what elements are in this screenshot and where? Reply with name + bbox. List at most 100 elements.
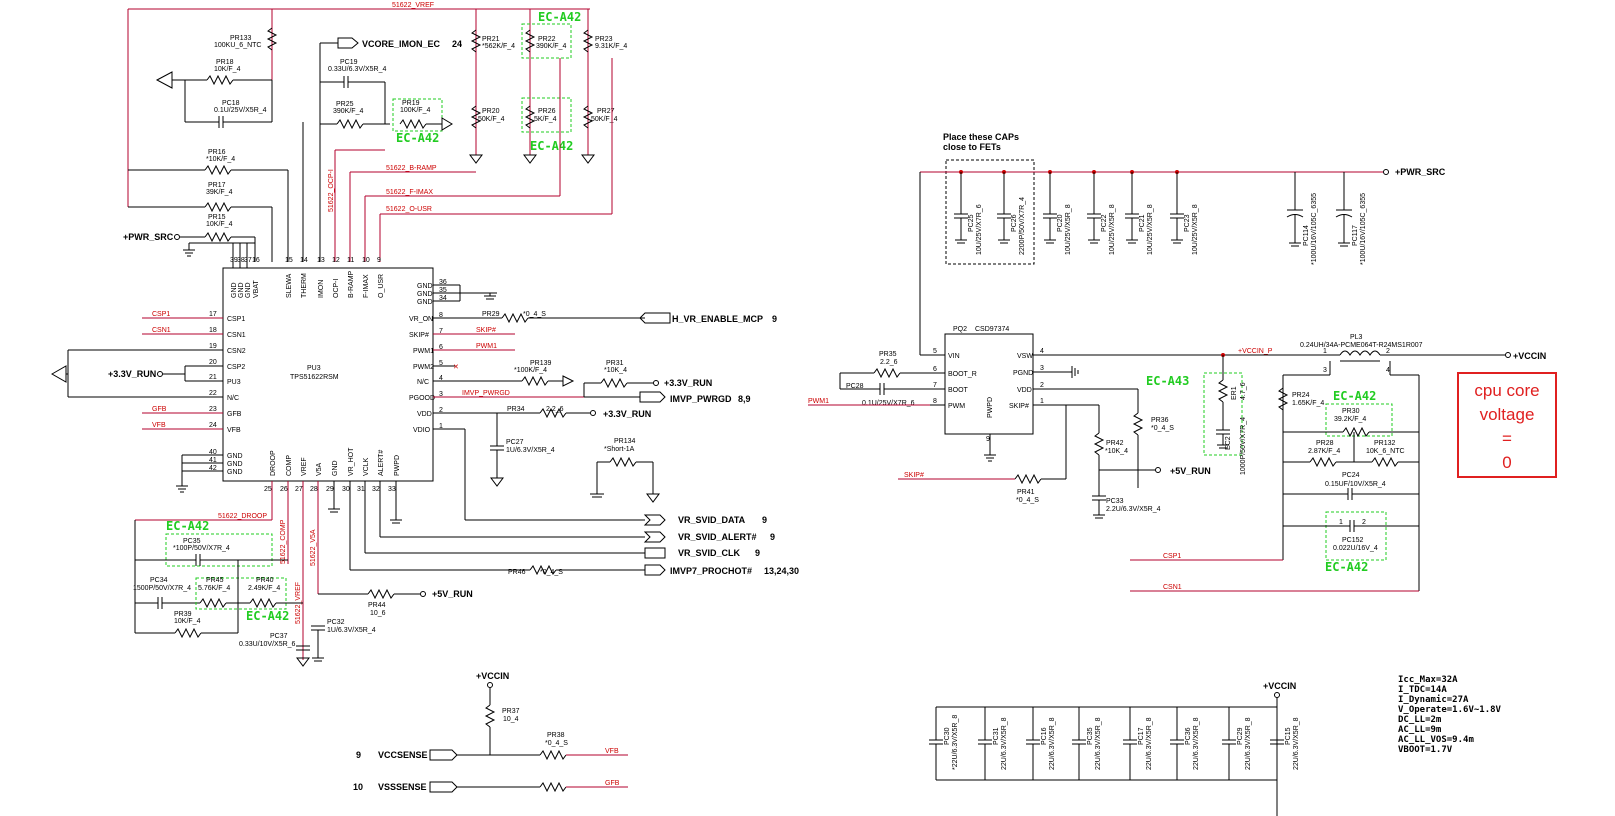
pq2-right-pin-num: 1 (1040, 398, 1044, 405)
pc35-ref: PC35 (183, 538, 201, 545)
pr34-val: 2.2_6 (546, 406, 564, 413)
pr23-ref: PR23 (595, 36, 613, 43)
pr21-ref: PR21 (482, 36, 500, 43)
pl3-pin-3: 3 (1323, 367, 1327, 374)
cap-bottom-val: 22U/6.3V/X5R_8 (1146, 717, 1153, 770)
run5-label-left: +5V_RUN (432, 589, 473, 599)
pr26-val: 5K/F_4 (534, 116, 557, 123)
vccin-label-caps: +VCCIN (1263, 681, 1296, 691)
vccin-label-sense: +VCCIN (476, 671, 509, 681)
vccsense-label: VCCSENSE (378, 750, 428, 760)
pu3-bottom-pin-name: VCLK (363, 457, 370, 476)
pu3-top-pin-num: 9 (377, 257, 381, 264)
pu3-right-pin-num: 35 (439, 287, 447, 294)
pl3-pin-1: 1 (1323, 348, 1327, 355)
pr38-ref: PR38 (547, 732, 565, 739)
input-caps: Place these CAPs close to FETs +PWR_SRC (919, 132, 1446, 356)
pu3-right-pin-num: 5 (439, 360, 443, 367)
pc27-ref: PC27 (506, 439, 524, 446)
net-label-skip-left: SKIP# (476, 327, 496, 334)
cap-top-val: 2200P/50V/X7R_4 (1019, 197, 1026, 255)
pu3-top-pin-num: 37 (244, 257, 252, 264)
pu3-right-pin-num: 4 (439, 375, 443, 382)
pq2-ref: PQ2 (953, 326, 967, 333)
er1-val: 4.7_6 (1240, 382, 1247, 400)
pr17-val: 39K/F_4 (206, 189, 233, 196)
pr39-val: 10K/F_4 (174, 618, 201, 625)
pr25-val: 390K/F_4 (333, 108, 363, 115)
pu3-left-pin-name: VFB (227, 427, 241, 434)
pu3-top-pin-num: 16 (252, 257, 260, 264)
pr28-val: 2.87K/F_4 (1308, 448, 1340, 455)
pc33-val: 2.2U/6.3V/X5R_4 (1106, 506, 1161, 513)
spec-line: I_TDC=14A (1398, 685, 1447, 695)
spec-line: I_Dynamic=27A (1398, 694, 1469, 705)
pr31-val: *10K_4 (604, 367, 627, 374)
pr45-val: 5.76K/F_4 (198, 585, 230, 592)
bottom-nets: 51622_DROOP 51622_COMP 51622_VREF 51622_… (135, 481, 799, 660)
run33-label-left: +3.3V_RUN (108, 369, 156, 379)
spec-line: AC_LL_VOS=9.4m (1398, 735, 1474, 745)
pu3-top-pin-num: 13 (317, 257, 325, 264)
cap-top-val: 10U/25V/X5R_8 (1065, 204, 1072, 255)
pu3-right-pins: 36GND35GND34GND8VR_ON7SKIP#6PWM15PWM24N/… (409, 279, 447, 434)
divider-resistors: PR21 *562K/F_4 PR20 50K/F_4 EC-A42 PR22 … (469, 10, 627, 164)
pr22-ref: PR22 (538, 36, 556, 43)
pc152-pin-2: 2 (1362, 519, 1366, 526)
pu3-right-pin-num: 1 (439, 423, 443, 430)
pr45-ref: PR45 (206, 577, 224, 584)
pl3-val: 0.24UH/34A-PCME064T-R24MS1R007 (1300, 342, 1423, 349)
er1-ref: ER1 (1231, 386, 1238, 400)
pu3-left-pin-num: 19 (209, 343, 217, 350)
pwr-src-label-left: +PWR_SRC (123, 232, 174, 242)
pr133-ref: PR133 (230, 35, 252, 42)
vcc-sense: +VCCIN PR37 10_4 9 VCCSENSE PR38 *0_4_S … (353, 671, 628, 793)
pu3-bottom-pin-name: PWPD (394, 455, 401, 476)
pu3-left-pin-num: 18 (209, 327, 217, 334)
net-label-csn1-left: CSN1 (152, 327, 171, 334)
cap-top-val: 10U/25V/X7R_6 (976, 204, 983, 255)
run33-label-pr34: +3.3V_RUN (603, 409, 651, 419)
h-vr-enable-label: H_VR_ENABLE_MCP (672, 314, 763, 324)
pc24-val: 0.15UF/10V/X5R_4 (1325, 481, 1386, 488)
pu3-right-pin-name: SKIP# (409, 332, 429, 339)
ec2-ref: EC2 (1225, 436, 1232, 450)
pu3-top-pin-num: 12 (332, 257, 340, 264)
pc37-ref: PC37 (270, 633, 288, 640)
pu3-left-gnd-name: GND (227, 453, 243, 460)
pu3-top-pin-name: B-RAMP (348, 270, 355, 298)
pu3-top-pin-name: O_USR (378, 274, 385, 298)
pr24-val: 1.65K/F_4 (1292, 400, 1324, 407)
pc114-ref: PC114 (1303, 225, 1310, 246)
pl3-pin-4: 4 (1386, 367, 1390, 374)
net-label-comp: 51622_COMP (280, 519, 287, 564)
pr16-val: *10K/F_4 (206, 156, 235, 163)
cap-bottom-val: 22U/6.3V/X5R_8 (1001, 717, 1008, 770)
pu3-top-pin-num: 38 (237, 257, 245, 264)
pr28-ref: PR28 (1316, 440, 1334, 447)
inductor-pl3: PL3 0.24UH/34A-PCME064T-R24MS1R007 1 2 3… (1282, 334, 1546, 591)
cap-bottom-ref: PC15 (1285, 727, 1292, 745)
net-label-gfb-left: GFB (152, 406, 167, 413)
pu3-left-pin-num: 23 (209, 406, 217, 413)
right-side-nets: PR29 *0_4_S H_VR_ENABLE_MCP 9 SKIP# PWM1… (433, 284, 777, 521)
vcore-imon-ec-label: VCORE_IMON_EC (362, 39, 441, 49)
pu3-top-pin-num: 10 (362, 257, 370, 264)
pu3-bottom-pin-num: 25 (264, 486, 272, 493)
pu3-ref: PU3 (307, 365, 321, 372)
cap-bottom-val: *22U/6.3V/X5R_8 (952, 715, 959, 770)
vr-svid-alert-page: 9 (770, 532, 775, 542)
pc33-ref: PC33 (1106, 498, 1124, 505)
pu3-top-pin-name: F-IMAX (363, 274, 370, 298)
vr-svid-alert-label: VR_SVID_ALERT# (678, 532, 757, 542)
pu3-left-gnd-num: 40 (209, 449, 217, 456)
pr40-ref: PR40 (256, 577, 274, 584)
cap-bottom-ref: PC31 (993, 727, 1000, 745)
cap-bottom-ref: PC16 (1041, 727, 1048, 745)
pu3-top-pin-name: GND (245, 282, 252, 298)
pc19-val: 0.33U/6.3V/X5R_4 (328, 66, 386, 73)
net-label-pwm1-left: PWM1 (476, 343, 497, 350)
cap-top-ref: PC26 (1011, 214, 1018, 232)
net-label-ocp: 51622_OCP-I (328, 169, 335, 212)
